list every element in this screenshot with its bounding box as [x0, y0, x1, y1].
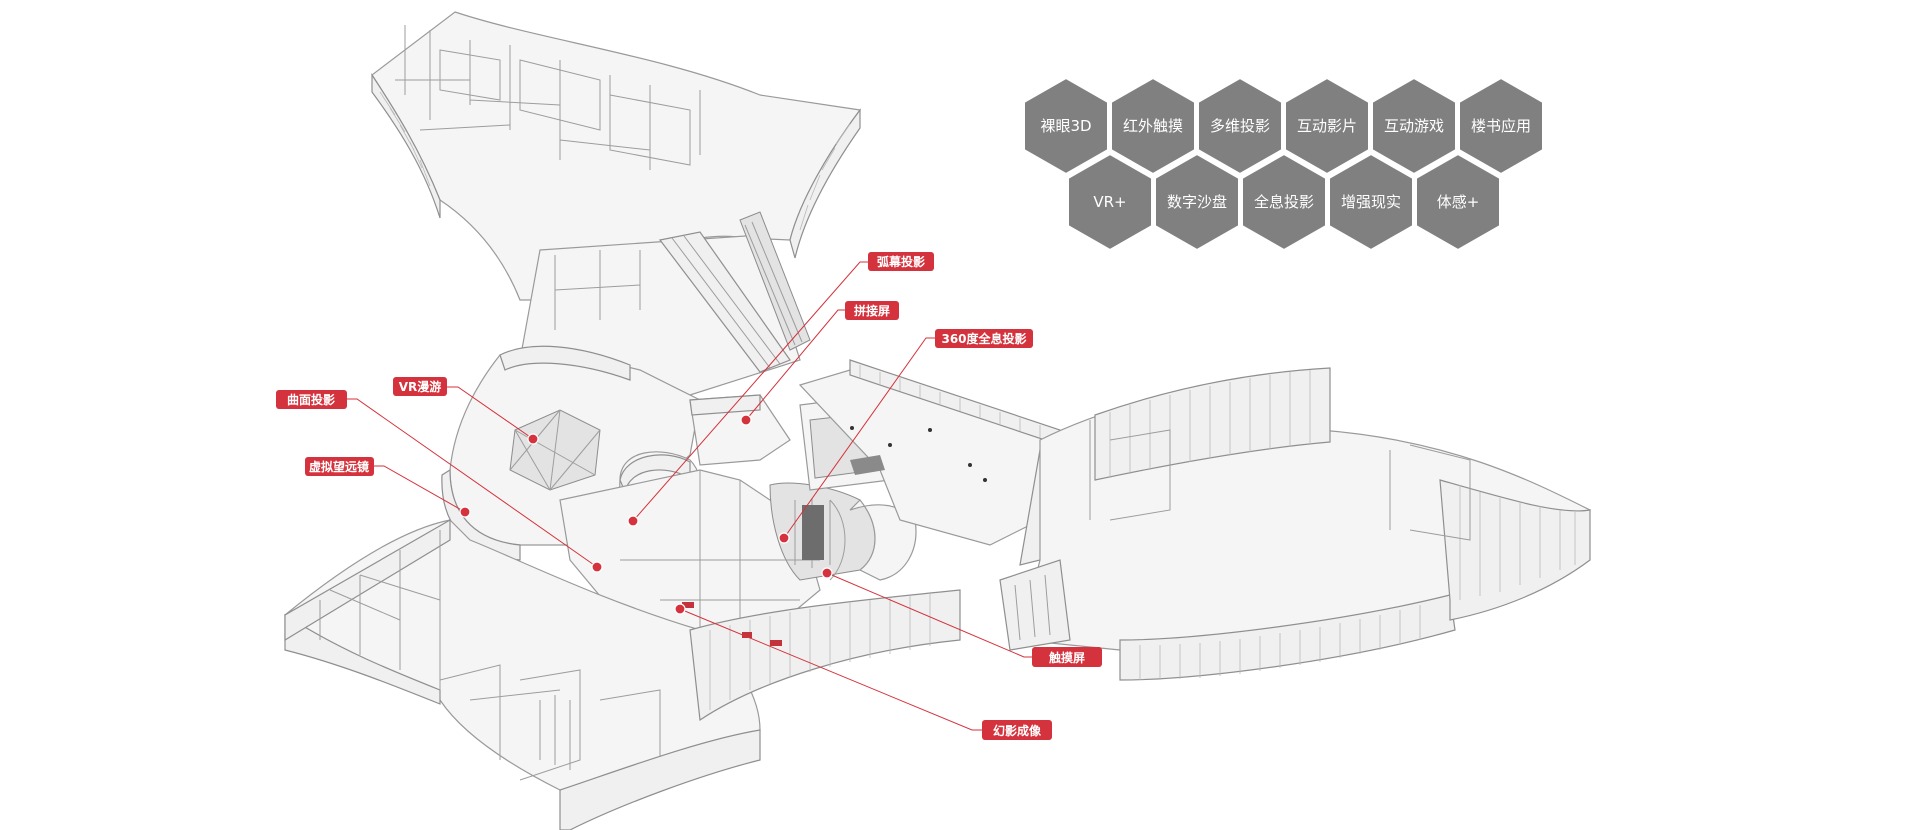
tag-curved-projection: 曲面投影 [276, 390, 347, 409]
marker-curved-projection [591, 561, 603, 573]
marker-phantom-imaging [674, 603, 686, 615]
leader-arc-projection [632, 261, 868, 522]
marker-vr-tour [527, 433, 539, 445]
marker-360-holo [778, 532, 790, 544]
hex-digital-sandtable-label: 数字沙盘 [1167, 193, 1227, 211]
hex-interactive-film-label: 互动影片 [1297, 117, 1357, 135]
hex-multi-projection-label: 多维投影 [1210, 117, 1270, 135]
leader-phantom-imaging [679, 608, 982, 731]
north-wing [371, 11, 862, 301]
tag-arc-projection-label: 弧幕投影 [877, 254, 925, 269]
hex-motion-sensing: 体感+ [1415, 152, 1501, 252]
hex-holographic-projection: 全息投影 [1241, 152, 1327, 252]
building-model [284, 11, 1592, 830]
hex-interactive-game-label: 互动游戏 [1384, 117, 1444, 135]
hex-naked-eye-3d: 裸眼3D [1023, 76, 1109, 176]
hex-motion-sensing-label: 体感+ [1437, 193, 1480, 211]
hex-multi-projection: 多维投影 [1197, 76, 1283, 176]
hex-infrared-touch: 红外触摸 [1110, 76, 1196, 176]
marker-splice-screen [740, 414, 752, 426]
hex-brochure-app: 楼书应用 [1458, 76, 1544, 176]
leader-curved-projection [347, 398, 598, 568]
hex-augmented-reality-label: 增强现实 [1341, 193, 1401, 211]
tag-virtual-telescope-label: 虚拟望远镜 [309, 459, 369, 474]
southwest-wing [284, 518, 961, 830]
tag-splice-screen: 拼接屏 [845, 301, 899, 320]
hex-vr-plus: VR+ [1067, 152, 1153, 252]
leader-touch-screen [826, 572, 1032, 658]
marker-arc-projection [627, 515, 639, 527]
hex-augmented-reality: 增强现实 [1328, 152, 1414, 252]
hexagon-grid: 裸眼3D 红外触摸 多维投影 互动影片 互动游戏 楼书应用 VR+ [1023, 76, 1544, 252]
tag-arc-projection: 弧幕投影 [868, 252, 934, 271]
east-wing [999, 367, 1592, 681]
marker-virtual-telescope [459, 506, 471, 518]
tag-360-holo-label: 360度全息投影 [941, 331, 1026, 346]
tag-touch-screen: 触摸屏 [1032, 647, 1102, 667]
tag-curved-projection-label: 曲面投影 [287, 392, 335, 407]
leader-splice-screen [745, 309, 845, 421]
hex-digital-sandtable: 数字沙盘 [1154, 152, 1240, 252]
hex-interactive-game: 互动游戏 [1371, 76, 1457, 176]
hex-infrared-touch-label: 红外触摸 [1123, 117, 1183, 135]
tag-360-holo: 360度全息投影 [935, 329, 1033, 348]
hex-holographic-projection-label: 全息投影 [1254, 193, 1314, 211]
tag-splice-screen-label: 拼接屏 [854, 303, 890, 318]
hex-brochure-app-label: 楼书应用 [1471, 117, 1531, 135]
leader-virtual-telescope [374, 465, 466, 513]
tag-phantom-imaging: 幻影成像 [982, 720, 1052, 740]
tag-virtual-telescope: 虚拟望远镜 [305, 457, 374, 476]
tag-touch-screen-label: 触摸屏 [1049, 650, 1085, 665]
tag-vr-tour-label: VR漫游 [399, 379, 442, 394]
annotation-leaders [347, 261, 1032, 731]
hex-naked-eye-3d-label: 裸眼3D [1040, 117, 1091, 135]
tag-vr-tour: VR漫游 [393, 377, 447, 396]
hex-interactive-film: 互动影片 [1284, 76, 1370, 176]
hex-vr-plus-label: VR+ [1093, 193, 1126, 211]
leader-360-holo [783, 337, 935, 539]
tag-phantom-imaging-label: 幻影成像 [993, 723, 1042, 738]
marker-touch-screen [821, 567, 833, 579]
annotation-tags: 弧幕投影 拼接屏 360度全息投影 VR漫游 曲面投影 虚拟望远镜 触摸屏 幻 [276, 252, 1102, 740]
leader-vr-tour [447, 386, 534, 440]
